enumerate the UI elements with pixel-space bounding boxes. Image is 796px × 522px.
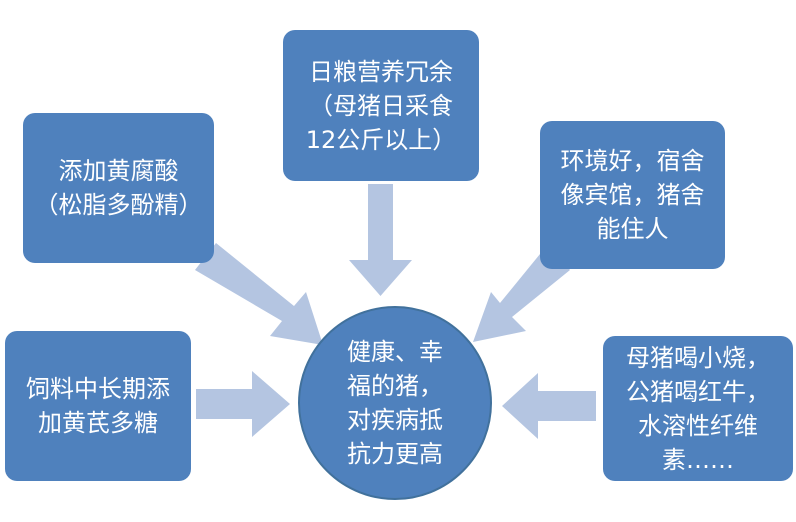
center-node: 健康、幸 福的猪， 对疾病抵 抗力更高 bbox=[298, 306, 492, 500]
center-node-label: 健康、幸 福的猪， 对疾病抵 抗力更高 bbox=[347, 338, 443, 468]
node-upper-right: 环境好，宿舍 像宾馆，猪舍 能住人 bbox=[540, 121, 725, 269]
node-top: 日粮营养冗余 （母猪日采食 12公斤以上） bbox=[283, 30, 479, 181]
arrow-top bbox=[349, 184, 412, 296]
node-right-label: 母猪喝小烧， 公猪喝红牛， 水溶性纤维 素…… bbox=[626, 343, 770, 474]
node-left-label: 饲料中长期添 加黄芪多糖 bbox=[26, 375, 170, 437]
node-upper-left: 添加黄腐酸 （松脂多酚精） bbox=[23, 113, 214, 263]
node-top-label: 日粮营养冗余 （母猪日采食 12公斤以上） bbox=[305, 57, 457, 154]
node-upper-left-label: 添加黄腐酸 （松脂多酚精） bbox=[34, 157, 203, 219]
arrow-right bbox=[502, 373, 596, 439]
arrow-left bbox=[196, 371, 290, 437]
arrow-upper-left bbox=[195, 243, 323, 345]
node-right: 母猪喝小烧， 公猪喝红牛， 水溶性纤维 素…… bbox=[603, 336, 793, 481]
node-upper-right-label: 环境好，宿舍 像宾馆，猪舍 能住人 bbox=[560, 147, 705, 243]
node-left: 饲料中长期添 加黄芪多糖 bbox=[5, 331, 191, 481]
